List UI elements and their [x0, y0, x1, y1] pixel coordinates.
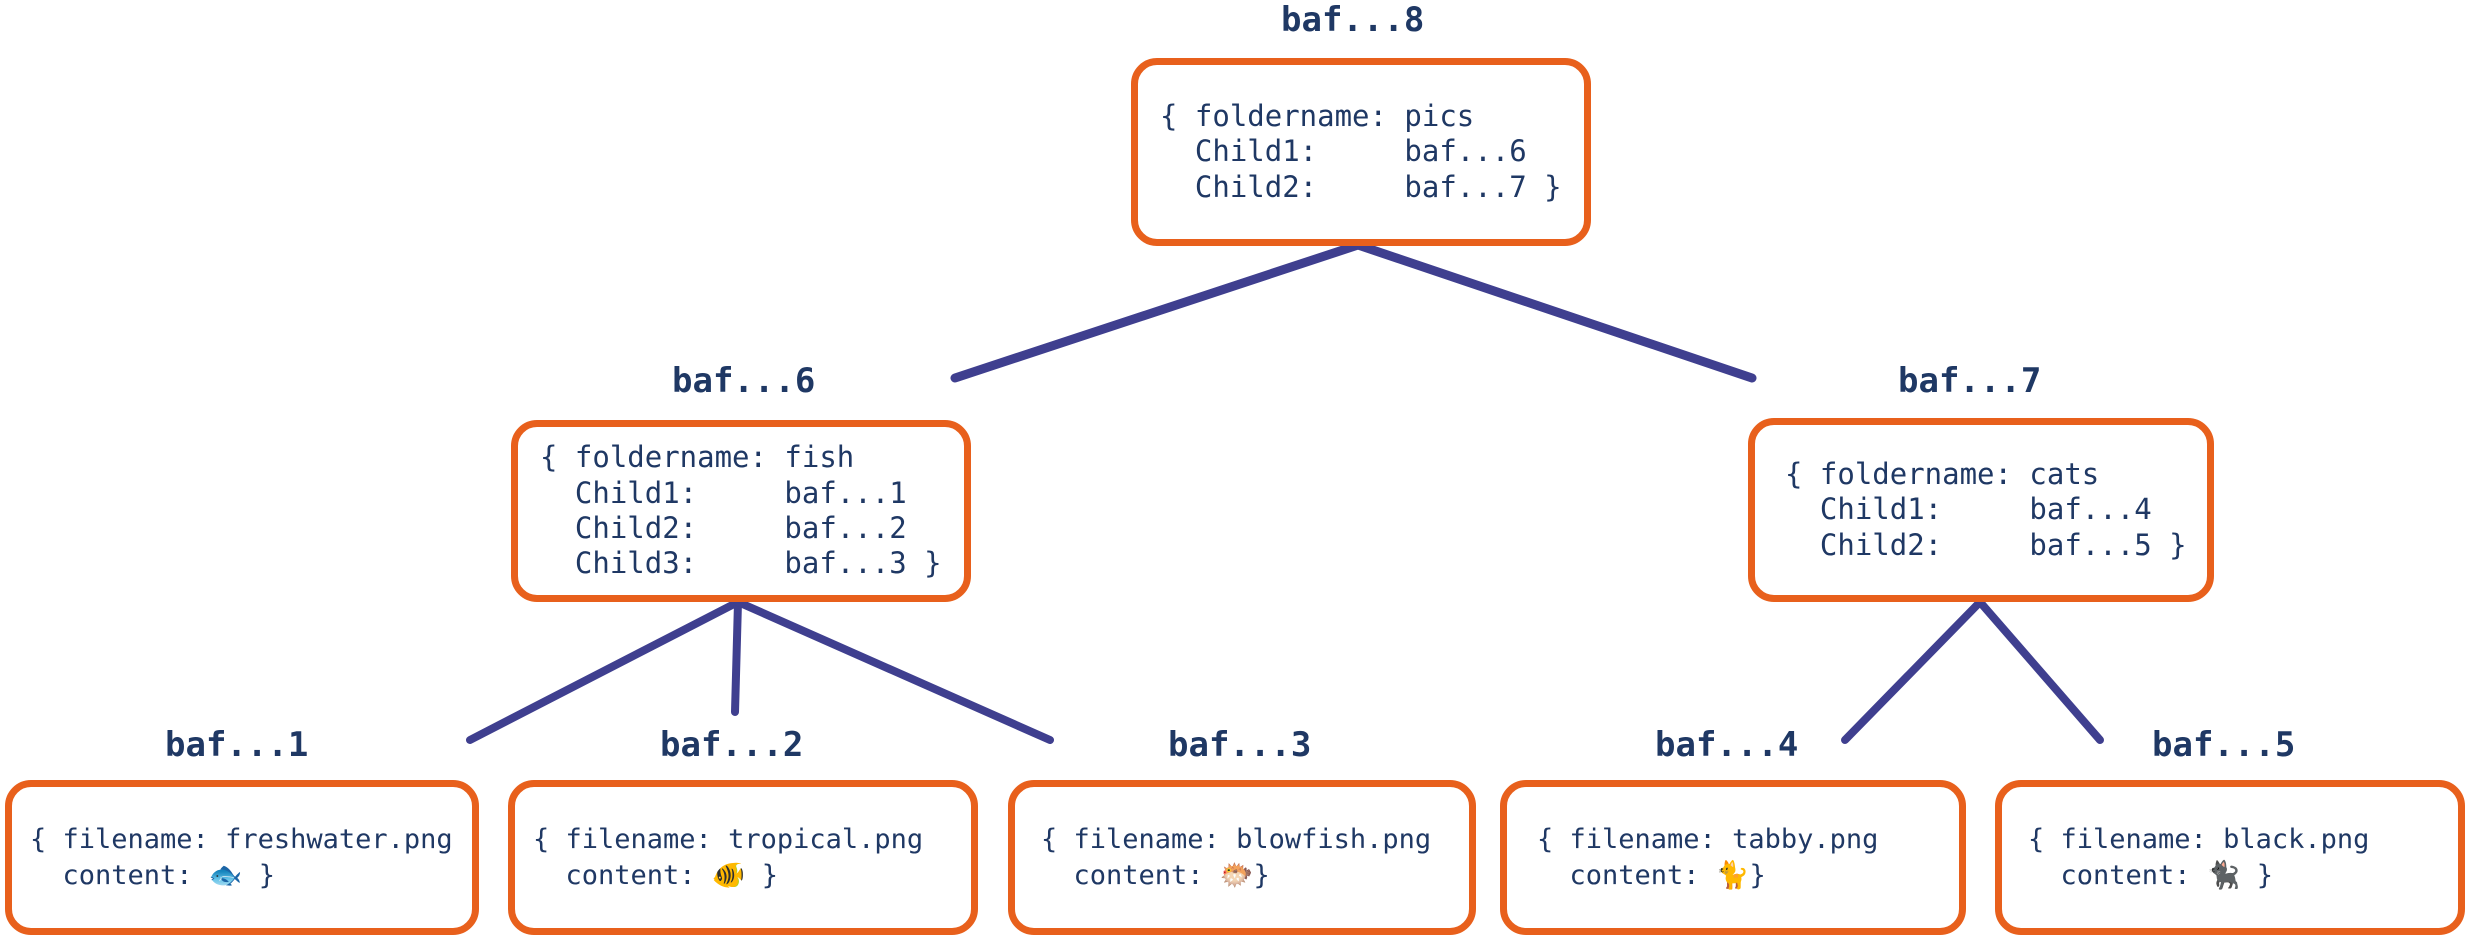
node-content-freshwater: { filename: freshwater.png content: 🐟 }: [12, 822, 472, 892]
node-box-freshwater[interactable]: { filename: freshwater.png content: 🐟 }: [5, 780, 479, 935]
tabby-filename: { filename: tabby.png: [1537, 824, 1879, 856]
edge-root-to-fish: [950, 240, 1363, 383]
node-content-blowfish: { filename: blowfish.png content: 🐡}: [1015, 822, 1469, 892]
freshwater-filename: { filename: freshwater.png: [30, 824, 453, 856]
fish-line-1: Child1: baf...1: [540, 475, 907, 510]
edge-fish-to-baf1: [466, 598, 742, 744]
node-content-cats: { foldername: cats Child1: baf...4 Child…: [1755, 457, 2207, 563]
edge-cats-to-baf5: [1976, 598, 2104, 744]
black-content-prefix: content:: [2028, 859, 2207, 891]
fish-line-2: Child2: baf...2: [540, 511, 907, 545]
node-label-blowfish: baf...3: [1168, 725, 1312, 765]
root-line-0: { foldername: pics: [1160, 98, 1475, 133]
tabby-content-suffix: }: [1749, 859, 1766, 891]
node-box-blowfish[interactable]: { filename: blowfish.png content: 🐡}: [1008, 780, 1476, 935]
tropical-filename: { filename: tropical.png: [533, 824, 924, 856]
freshwater-content-prefix: content:: [30, 859, 209, 891]
node-label-black: baf...5: [2152, 725, 2296, 765]
cats-line-0: { foldername: cats: [1785, 456, 2100, 491]
fish-line-0: { foldername: fish: [540, 440, 855, 475]
blowfish-emoji: 🐡: [1219, 859, 1254, 891]
blowfish-content-prefix: content:: [1041, 859, 1220, 891]
edge-fish-to-baf2: [731, 598, 742, 716]
tropical-fish-emoji: 🐠: [711, 859, 746, 891]
black-content-suffix: }: [2240, 859, 2273, 891]
node-content-fish: { foldername: fish Child1: baf...1 Child…: [518, 440, 964, 582]
node-box-cats[interactable]: { foldername: cats Child1: baf...4 Child…: [1748, 418, 2214, 602]
node-label-root: baf...8: [1281, 0, 1425, 40]
blowfish-content-suffix: }: [1253, 859, 1270, 891]
edge-cats-to-baf4: [1841, 598, 1984, 744]
root-line-1: Child1: baf...6: [1160, 134, 1527, 169]
node-label-freshwater: baf...1: [165, 725, 309, 765]
node-box-black[interactable]: { filename: black.png content: 🐈‍⬛ }: [1995, 780, 2465, 935]
node-content-tropical: { filename: tropical.png content: 🐠 }: [515, 822, 971, 892]
blowfish-filename: { filename: blowfish.png: [1041, 824, 1432, 856]
edge-fish-to-baf3: [734, 598, 1054, 744]
cats-line-1: Child1: baf...4: [1785, 492, 2152, 527]
edge-root-to-cats: [1353, 240, 1757, 383]
node-label-fish: baf...6: [672, 361, 816, 401]
tabby-content-prefix: content:: [1537, 859, 1716, 891]
freshwater-content-suffix: }: [242, 859, 275, 891]
node-label-tropical: baf...2: [660, 725, 804, 765]
root-line-2: Child2: baf...7 }: [1160, 169, 1562, 204]
node-label-cats: baf...7: [1898, 361, 2042, 401]
node-content-black: { filename: black.png content: 🐈‍⬛ }: [2002, 822, 2458, 892]
node-box-root[interactable]: { foldername: pics Child1: baf...6 Child…: [1131, 58, 1591, 246]
node-label-tabby: baf...4: [1655, 725, 1799, 765]
node-box-fish[interactable]: { foldername: fish Child1: baf...1 Child…: [511, 420, 971, 602]
node-content-tabby: { filename: tabby.png content: 🐈}: [1507, 822, 1959, 892]
node-content-root: { foldername: pics Child1: baf...6 Child…: [1138, 99, 1584, 205]
black-cat-emoji: 🐈‍⬛: [2206, 859, 2241, 891]
cats-line-2: Child2: baf...5 }: [1785, 527, 2187, 562]
tropical-content-suffix: }: [745, 859, 778, 891]
fish-line-3: Child3: baf...3 }: [540, 546, 942, 581]
tropical-content-prefix: content:: [533, 859, 712, 891]
node-box-tabby[interactable]: { filename: tabby.png content: 🐈}: [1500, 780, 1966, 935]
cat-emoji: 🐈: [1715, 859, 1750, 891]
fish-emoji: 🐟: [208, 859, 243, 891]
node-box-tropical[interactable]: { filename: tropical.png content: 🐠 }: [508, 780, 978, 935]
black-filename: { filename: black.png: [2028, 824, 2370, 856]
